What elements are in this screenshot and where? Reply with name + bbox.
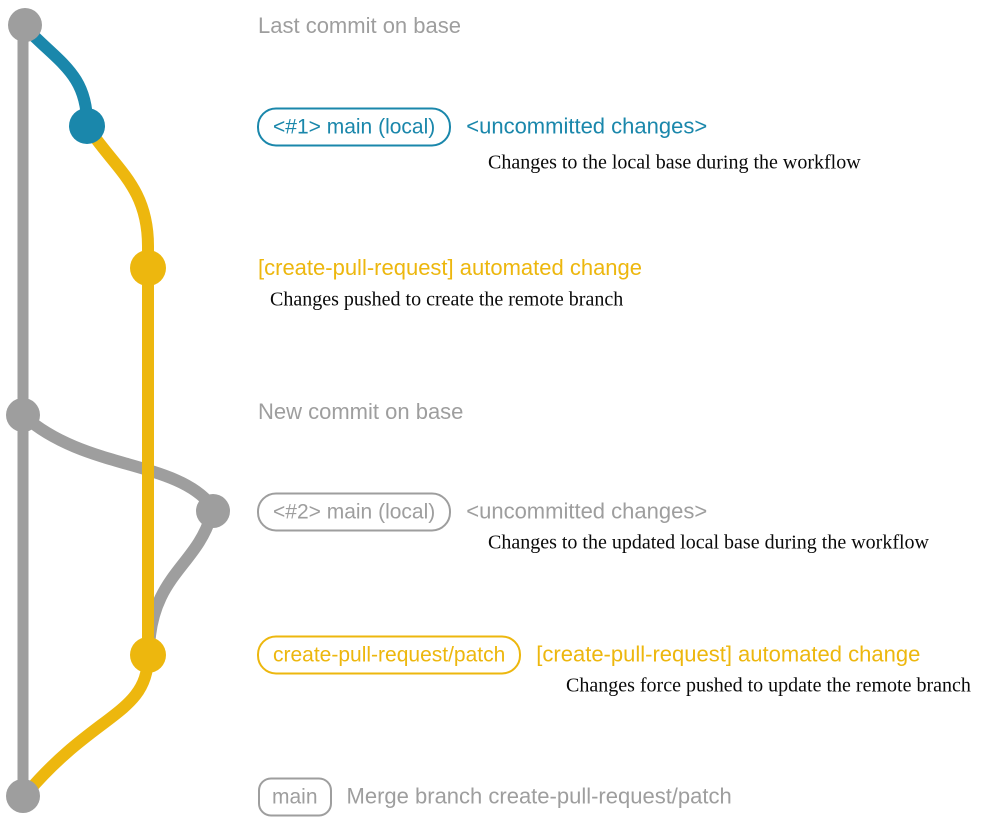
automated-change-label-2: [create-pull-request] automated change <box>536 641 921 667</box>
branch-pill-main-local-1: <#1> main (local) <box>257 107 452 147</box>
commit-node-uncommitted-2 <box>196 494 230 528</box>
annotation-uncommitted-1: <#1> main (local) <uncommitted changes> <box>257 107 708 147</box>
caption-uncommitted-1: Changes to the local base during the wor… <box>488 151 861 174</box>
annotation-merge: main Merge branch create-pull-request/pa… <box>258 777 732 817</box>
merge-label: Merge branch create-pull-request/patch <box>346 783 732 809</box>
commit-node-automated-change-1 <box>130 250 166 286</box>
branch-pill-main: main <box>258 777 332 817</box>
caption-automated-change-1: Changes pushed to create the remote bran… <box>270 288 624 311</box>
branch-pill-main-local-2: <#2> main (local) <box>257 492 452 532</box>
local-main-branch-return-path <box>143 510 217 654</box>
caption-uncommitted-2: Changes to the updated local base during… <box>488 531 929 554</box>
local-main-branch-out-path <box>18 410 217 511</box>
commit-node-automated-change-2 <box>130 637 166 673</box>
caption-automated-change-2: Changes force pushed to update the remot… <box>566 674 971 697</box>
annotation-last-commit: Last commit on base <box>258 13 461 39</box>
commit-node-last-base <box>8 8 42 42</box>
commit-node-merge <box>6 779 40 813</box>
commit-node-uncommitted-1 <box>69 108 105 144</box>
annotation-automated-change-2: create-pull-request/patch [create-pull-r… <box>257 635 921 675</box>
uncommitted-changes-label-1: <uncommitted changes> <box>466 113 708 139</box>
commit-node-new-base <box>6 398 40 432</box>
branch-pill-patch: create-pull-request/patch <box>257 635 522 675</box>
automated-change-label-1: [create-pull-request] automated change <box>258 254 643 280</box>
last-commit-label: Last commit on base <box>258 12 461 38</box>
annotation-automated-change-1: [create-pull-request] automated change <box>258 255 642 281</box>
uncommitted-changes-label-2: <uncommitted changes> <box>466 498 708 524</box>
annotation-new-commit: New commit on base <box>258 399 463 425</box>
annotation-uncommitted-2: <#2> main (local) <uncommitted changes> <box>257 492 708 532</box>
new-commit-label: New commit on base <box>258 398 464 424</box>
